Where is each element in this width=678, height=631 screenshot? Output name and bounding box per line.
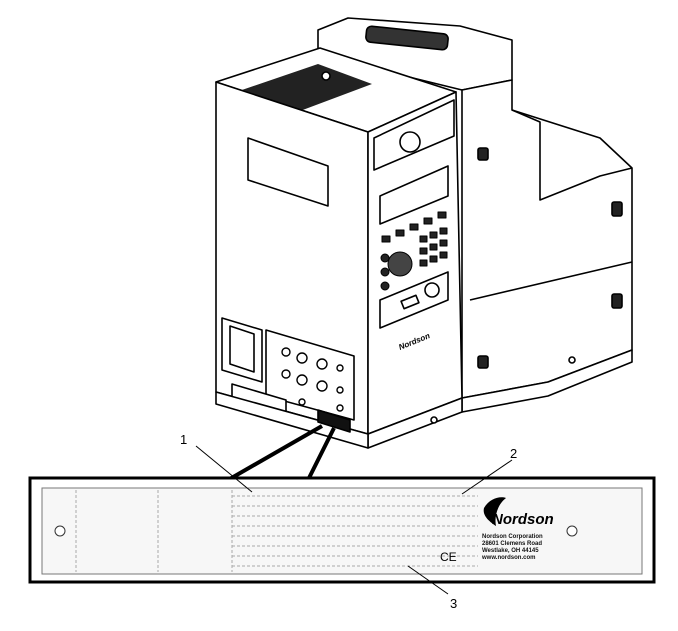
side-clip-2 — [611, 201, 623, 217]
screw-1 — [568, 356, 576, 364]
plate-web: www.nordson.com — [481, 555, 535, 561]
keypad — [380, 211, 448, 291]
rating-label-location — [317, 409, 351, 433]
access-panel-inner — [229, 325, 255, 373]
tank-seam — [469, 261, 633, 301]
side-clip-4 — [477, 355, 489, 369]
plate-city: Westlake, OH 44145 — [482, 548, 539, 554]
plate-company: Nordson Corporation — [482, 534, 543, 540]
tank-body — [461, 79, 633, 399]
identification-plate: Nordson Nordson Corporation 28601 Clemen… — [28, 476, 656, 584]
display-screen — [379, 165, 449, 225]
ce-mark: CE — [440, 550, 457, 564]
usb-port — [400, 294, 420, 310]
indicator-lamp — [399, 131, 421, 153]
face-label-window — [247, 137, 329, 207]
tank-recess — [511, 109, 633, 201]
plate-street: 28601 Clemens Road — [482, 541, 542, 547]
callout-3: 3 — [450, 596, 457, 611]
mount-hole-left — [54, 525, 66, 537]
tank-vent — [365, 25, 449, 51]
callout-1: 1 — [180, 432, 187, 447]
port-cap — [424, 282, 440, 298]
nordson-logo: Nordson — [492, 511, 554, 528]
plate-field-dividers — [75, 490, 478, 572]
side-clip-1 — [477, 147, 489, 161]
callout-2: 2 — [510, 446, 517, 461]
mount-hole-right — [566, 525, 578, 537]
side-clip-3 — [611, 293, 623, 309]
zoom-leaders — [227, 424, 336, 482]
plate-frame-inner — [41, 487, 643, 575]
melter-unit — [215, 17, 633, 449]
top-port — [321, 71, 331, 81]
callout-leaders — [195, 445, 513, 595]
nordson-logo-swoosh — [483, 497, 506, 526]
screw-2 — [430, 416, 438, 424]
connector-holes — [281, 347, 344, 412]
